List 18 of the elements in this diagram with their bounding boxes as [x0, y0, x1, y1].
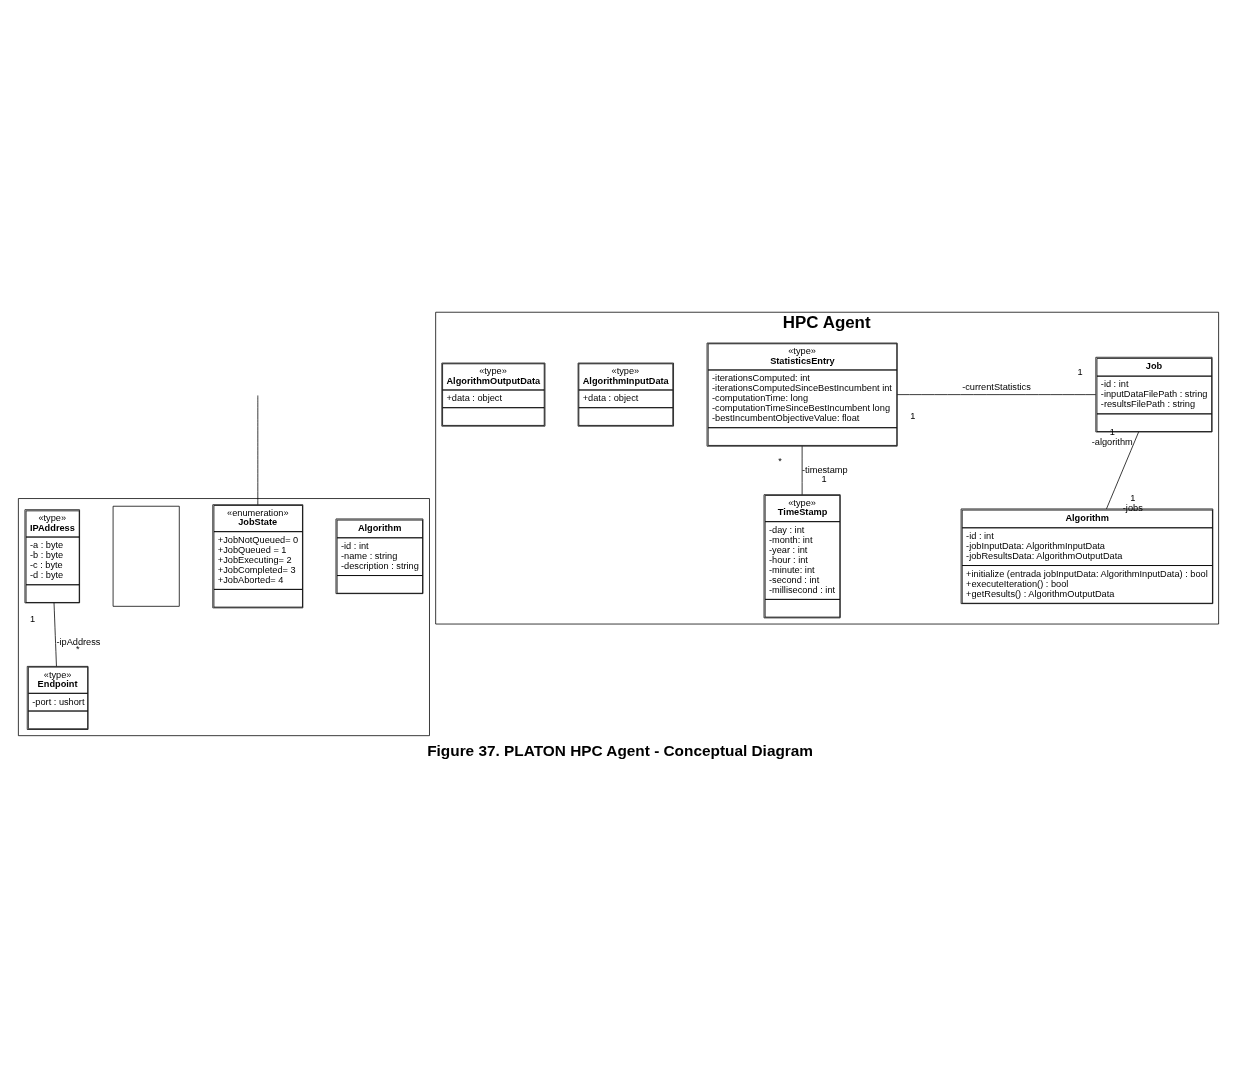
label: 1 [821, 473, 827, 484]
edge-label: -ipAddress [56, 636, 101, 647]
connector [801, 445, 803, 495]
label: 1 [1077, 366, 1083, 377]
cluster [18, 497, 430, 736]
caption: Figure 37. PLATON HPC Agent - Conceptual Diagram [427, 741, 814, 759]
connector [1106, 431, 1139, 509]
connector [53, 602, 57, 667]
connector [896, 393, 1096, 395]
node-box [112, 505, 180, 607]
label: 1 [29, 613, 36, 624]
edge-label: -timestamp [802, 464, 848, 475]
edge-label: -currentStatistics [962, 381, 1031, 392]
label: * [778, 455, 782, 466]
label: 1 [1130, 492, 1136, 503]
label: 1 [910, 410, 916, 421]
connector [257, 394, 259, 505]
label: -algorithm [1091, 436, 1133, 447]
